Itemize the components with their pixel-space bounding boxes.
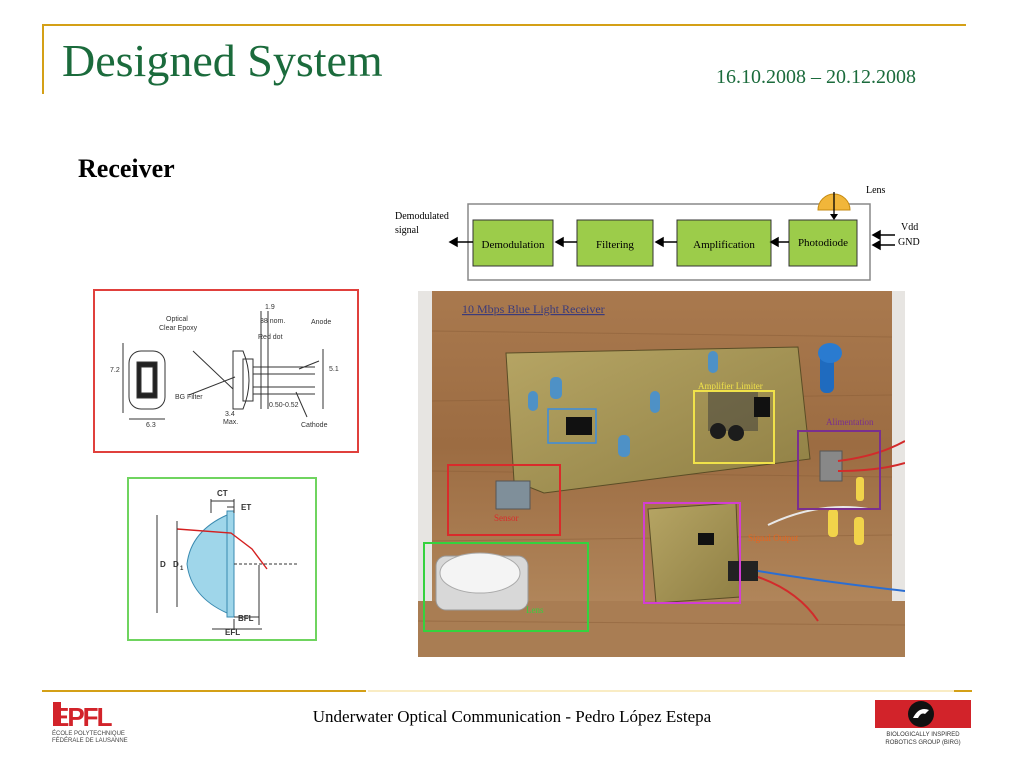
epfl-logo: EPFL ÉCOLE POLYTECHNIQUE FÉDÉRALE DE LAU… <box>52 702 128 744</box>
label-lens: Lens <box>526 605 544 615</box>
footer-text: Underwater Optical Communication - Pedro… <box>312 707 712 726</box>
label-signal-output: Signal Output <box>748 533 799 543</box>
label-optical: Optical <box>166 316 188 323</box>
lens-label: Lens <box>866 185 886 196</box>
label-bfl: BFL <box>238 614 254 623</box>
receiver-block-diagram: Lens Demodulation Filtering Amplificatio… <box>395 185 920 281</box>
epfl-logo-text: EPFL <box>52 702 113 732</box>
block-amplification: Amplification <box>676 219 772 267</box>
block-demodulation: Demodulation <box>472 219 554 267</box>
gnd-label: GND <box>898 237 920 248</box>
dim-right: 5.1 <box>329 366 339 373</box>
receiver-board-photo: 10 Mbps Blue Light Receiver Amplifier Li… <box>418 291 905 657</box>
dim-max: 3.4 <box>225 411 235 418</box>
birg-line2: ROBOTICS GROUP (BIRG) <box>885 740 960 746</box>
annotation-box-lens <box>423 542 589 632</box>
annotation-box-alimentation <box>797 430 881 510</box>
epfl-line1: ÉCOLE POLYTECHNIQUE <box>52 730 125 737</box>
label-ct: CT <box>217 489 228 498</box>
lens-drawing: CT ET D D 1 BFL EFL <box>127 477 317 641</box>
block-filtering: Filtering <box>576 219 654 267</box>
dim-top: 1.9 <box>265 304 275 311</box>
label-bg-filter: BG Filter <box>175 394 203 401</box>
vdd-label: Vdd <box>901 222 918 233</box>
lens-shape <box>186 514 228 614</box>
label-et: ET <box>241 503 251 512</box>
annotation-box-amplifier <box>693 390 775 464</box>
signal-arrows <box>448 229 895 251</box>
block-label: Demodulation <box>482 239 545 251</box>
block-label: Amplification <box>693 239 755 251</box>
label-amplifier: Amplifier Limiter <box>698 381 763 391</box>
label-d: D <box>160 560 166 569</box>
block-photodiode: Photodiode <box>788 219 858 267</box>
dim-bottom: 6.3 <box>146 422 156 429</box>
photodiode-drawing: Optical Clear Epoxy 1.9 38 nom. Anode Re… <box>93 289 359 453</box>
output-label: Demodulated <box>395 211 449 222</box>
label-sensor: Sensor <box>494 513 519 523</box>
label-d1: D <box>173 560 179 569</box>
label-cathode: Cathode <box>301 422 328 429</box>
label-alimentation: Alimentation <box>826 417 874 427</box>
block-label: Filtering <box>596 239 634 251</box>
annotation-box-signal-output <box>643 502 741 604</box>
output-label-2: signal <box>395 225 419 236</box>
photo-caption: 10 Mbps Blue Light Receiver <box>462 302 605 316</box>
birg-line1: BIOLOGICALLY INSPIRED <box>886 732 960 738</box>
epfl-line2: FÉDÉRALE DE LAUSANNE <box>52 737 128 744</box>
label-anode: Anode <box>311 319 331 326</box>
birg-logo: BIOLOGICALLY INSPIRED ROBOTICS GROUP (BI… <box>875 700 971 746</box>
date-range: 16.10.2008 – 20.12.2008 <box>716 66 916 88</box>
dim-lead: 0.50-0.52 <box>269 402 299 409</box>
section-subtitle: Receiver <box>78 154 175 183</box>
label-d1-sub: 1 <box>180 566 184 572</box>
dim-left: 7.2 <box>110 367 120 374</box>
label-efl: EFL <box>225 628 240 637</box>
page-title: Designed System <box>62 35 383 86</box>
dim-max-2: Max. <box>223 419 238 426</box>
dim-nom: 38 nom. <box>260 318 285 325</box>
annotation-box-sensor <box>447 464 561 536</box>
annotation-box-blue <box>547 408 597 444</box>
label-clear-epoxy: Clear Epoxy <box>159 325 198 332</box>
block-label: Photodiode <box>798 237 848 249</box>
label-red-dot: Red dot <box>258 334 283 341</box>
